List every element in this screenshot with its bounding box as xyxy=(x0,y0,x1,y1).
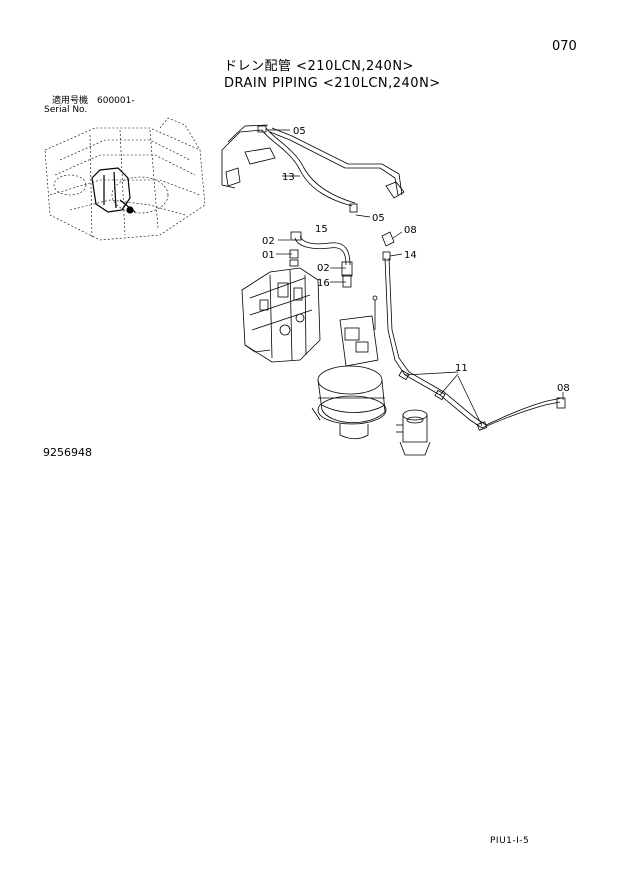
callout-13: 13 xyxy=(282,172,295,183)
serial-number-label: Serial No. xyxy=(44,105,88,115)
callout-05-mid: 05 xyxy=(372,213,385,224)
callout-02-right: 02 xyxy=(317,263,330,274)
overview-highlighted-piping xyxy=(91,167,136,214)
callout-02-left: 02 xyxy=(262,236,275,247)
callout-16: 16 xyxy=(317,278,330,289)
control-valve xyxy=(241,267,321,363)
page-code: PIU1-I-5 xyxy=(490,836,530,846)
page-number: 070 xyxy=(552,39,577,54)
callout-08-lower: 08 xyxy=(557,383,570,394)
machine-overview-sketch xyxy=(44,117,206,241)
callout-14: 14 xyxy=(404,250,417,261)
hose-15 xyxy=(290,231,353,277)
title-japanese: ドレン配管 <210LCN,240N> xyxy=(224,59,414,74)
drain-hose-14-11 xyxy=(382,251,566,431)
callout-08-upper: 08 xyxy=(404,225,417,236)
drawing-id: 9256948 xyxy=(43,446,92,459)
callout-15: 15 xyxy=(315,224,328,235)
drain-hose-13 xyxy=(221,124,405,207)
callout-05-top: 05 xyxy=(293,126,306,137)
callout-11: 11 xyxy=(455,363,468,374)
callout-01: 01 xyxy=(262,250,275,261)
fittings-05-08 xyxy=(257,125,395,247)
title-english: DRAIN PIPING <210LCN,240N> xyxy=(224,76,441,91)
serial-applicable-label: 適用号機 600001- xyxy=(52,96,135,106)
center-joint xyxy=(396,409,431,456)
leader-lines xyxy=(268,129,564,427)
swing-motor xyxy=(311,295,387,440)
callout-labels: 05 13 05 08 02 15 01 14 02 16 11 08 xyxy=(262,126,570,394)
